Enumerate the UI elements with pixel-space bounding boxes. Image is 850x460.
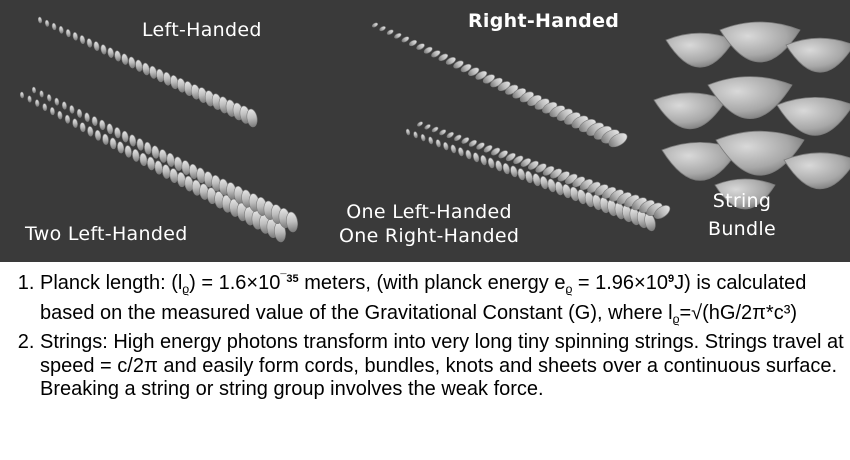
mixed-string-left	[405, 128, 656, 232]
notes-list: Planck length: (lϱ) = 1.6×10¯35 meters, …	[0, 268, 850, 402]
label-string: String	[712, 190, 772, 212]
string-illustration: Left-Handed Right-Handed Two Left-Handed…	[0, 0, 850, 262]
label-one-left-handed: One Left-Handed	[346, 201, 512, 223]
bundle-cone	[653, 92, 727, 129]
bundle-cone	[715, 130, 805, 176]
two-left-handed-string-b	[31, 86, 298, 233]
label-mixed-pair: One Left-Handed One Right-Handed	[339, 200, 519, 248]
bundle-cone	[719, 21, 801, 63]
label-one-right-handed: One Right-Handed	[339, 225, 520, 247]
bundle-cone	[776, 97, 850, 136]
bundle-cone	[783, 152, 850, 189]
note-planck-length: Planck length: (lϱ) = 1.6×10¯35 meters, …	[40, 268, 850, 331]
label-two-left-handed: Two Left-Handed	[25, 223, 188, 245]
bundle-cone	[707, 76, 793, 119]
bundle-cone	[785, 37, 850, 73]
label-bundle: Bundle	[708, 218, 776, 240]
note-strings: Strings: High energy photons transform i…	[40, 331, 850, 402]
string-bundle-graphic	[653, 21, 850, 210]
bundle-cone	[665, 32, 735, 68]
string-drawing	[19, 16, 850, 243]
left-handed-string	[37, 16, 258, 128]
label-string-bundle: String Bundle	[708, 187, 776, 243]
label-left-handed: Left-Handed	[142, 19, 262, 41]
label-right-handed: Right-Handed	[468, 10, 620, 32]
right-handed-string	[371, 22, 628, 148]
bundle-cone	[714, 178, 776, 210]
mixed-string-right	[417, 121, 671, 219]
